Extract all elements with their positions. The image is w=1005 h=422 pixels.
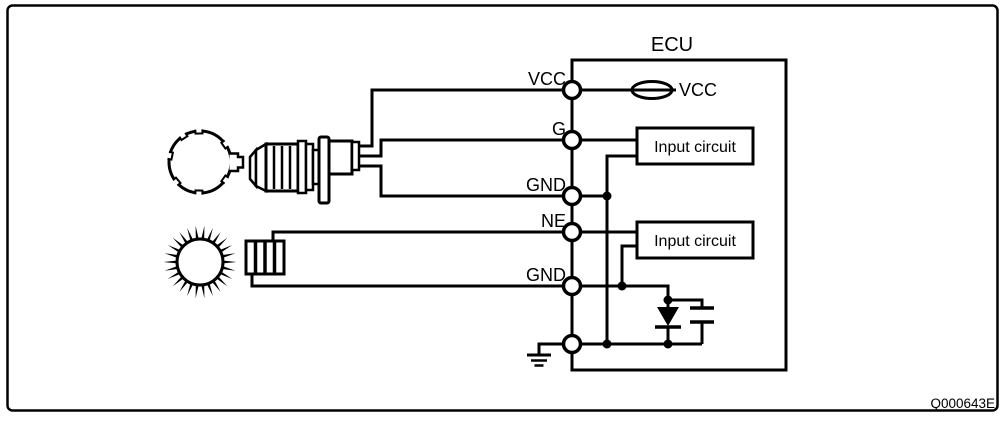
rotor-tooth — [223, 260, 237, 264]
junction-dot — [602, 339, 612, 349]
terminal-ground — [561, 333, 583, 355]
rotor-tooth — [216, 276, 228, 287]
rotor-tooth — [201, 285, 205, 299]
rotor-tooth — [179, 232, 188, 244]
wire-g — [359, 138, 564, 158]
input1-return-line — [605, 154, 637, 344]
pickup-coil-wires — [250, 230, 564, 288]
junction-dots — [602, 191, 673, 349]
figure-border — [6, 4, 999, 412]
rotor-tooth — [179, 280, 188, 292]
ecu-internal-wires — [580, 88, 704, 346]
rotor-tooth — [164, 253, 178, 258]
pulley-notch — [167, 150, 175, 161]
rotor-tooth — [187, 283, 193, 297]
rotor-tooth — [167, 271, 180, 279]
rotor-tooth — [222, 253, 236, 258]
rotor-tooth — [187, 227, 193, 241]
pulley-notch — [219, 139, 230, 150]
pickup-coil-icon — [244, 239, 286, 276]
rotor-tooth — [201, 225, 205, 239]
rotor-tooth — [172, 237, 184, 248]
rotor-tooth — [167, 245, 180, 253]
rotor-tooth — [195, 285, 199, 299]
input-circuit-1-label: Input circuit — [654, 139, 736, 156]
cam-sensor-icon — [248, 135, 361, 205]
pulley-notch — [219, 174, 230, 185]
pulley-notch — [172, 176, 182, 187]
internal-gnd2-line — [580, 284, 670, 300]
terminal-gnd2 — [561, 275, 583, 297]
junction-dot — [617, 281, 627, 291]
rotor-tooth — [172, 276, 184, 287]
cam-pulley-icon — [167, 129, 245, 195]
input2-return-line — [620, 244, 637, 286]
rotor-tooth — [222, 266, 236, 271]
input-circuit-2-label: Input circuit — [654, 233, 736, 250]
rotor-tooth — [220, 245, 233, 253]
terminal-labels: VCC G GND NE GND — [526, 69, 566, 285]
terminal-label-vcc: VCC — [528, 69, 566, 89]
wire-ne — [271, 230, 564, 241]
terminal-label-g: G — [552, 119, 566, 139]
rotor-tooth — [207, 227, 213, 241]
rotor-tooth — [220, 271, 233, 279]
junction-dot — [602, 191, 612, 201]
terminal-label-gnd2: GND — [526, 265, 566, 285]
toothed-rotor-icon — [163, 225, 237, 299]
figure-code: Q000643E — [930, 396, 995, 411]
junction-dot — [663, 295, 673, 305]
rotor-tooth — [163, 260, 177, 264]
rotor-tooth — [216, 237, 228, 248]
ecu-terminals — [561, 79, 583, 355]
vcc-source-icon: VCC — [630, 80, 717, 100]
ecu-label: ECU — [651, 34, 693, 56]
terminal-label-gnd1: GND — [526, 175, 566, 195]
terminal-ne — [561, 221, 583, 243]
terminal-g — [561, 129, 583, 151]
input-circuit-2-box: Input circuit — [635, 220, 755, 260]
vcc-source-label: VCC — [679, 80, 717, 100]
terminal-gnd1 — [561, 185, 583, 207]
terminal-label-ne: NE — [541, 211, 566, 231]
capacitor-icon — [690, 306, 714, 344]
ground-icon — [527, 342, 564, 367]
pulley-notch — [178, 132, 189, 142]
wire-gnd1 — [359, 164, 564, 198]
ecu-box: ECU — [570, 34, 788, 372]
input-circuit-1-box: Input circuit — [635, 126, 755, 166]
rotor-tooth — [212, 280, 221, 292]
rotor-tooth — [164, 266, 178, 271]
rotor-tooth — [195, 225, 199, 239]
rotor-tooth — [212, 232, 221, 244]
pulley-notch — [194, 129, 204, 135]
junction-dot — [663, 339, 673, 349]
terminal-vcc — [561, 79, 583, 101]
cam-sensor-wires — [359, 88, 564, 198]
capacitor-branch — [668, 298, 704, 308]
rotor-tooth — [207, 283, 213, 297]
wire-vcc — [359, 88, 564, 148]
pulley-notch — [194, 189, 204, 195]
wire-gnd2 — [250, 274, 564, 288]
